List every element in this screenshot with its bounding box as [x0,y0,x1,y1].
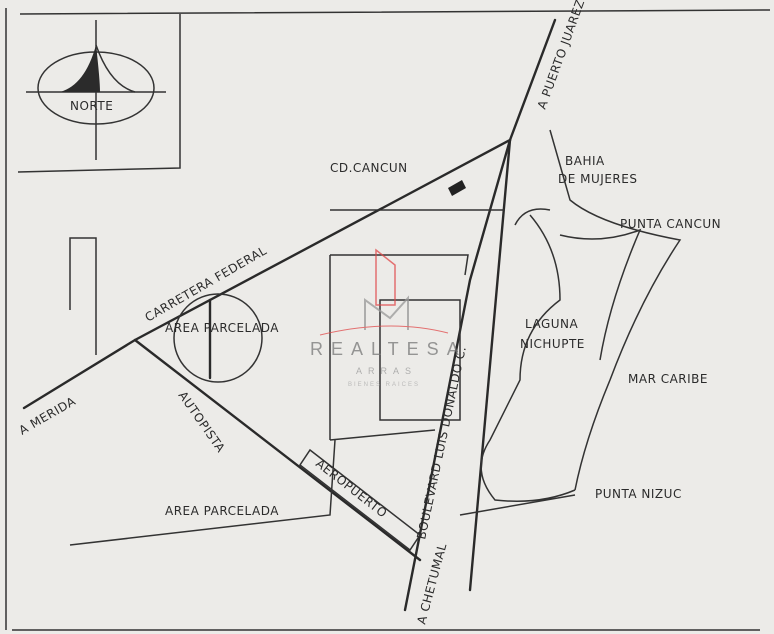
map-frame [5,8,771,631]
watermark-tagline: BIENES RAICES [348,382,420,388]
city-marker-icon [448,180,466,196]
puerto-juarez-road [508,18,557,142]
lagoon-coast [459,129,682,516]
label-bahia: BAHIA [565,154,605,168]
label-laguna: LAGUNA [525,317,579,331]
label-bahia-2: DE MUJERES [558,172,637,186]
watermark-logo-icon [375,248,396,306]
airport-outline [298,448,422,552]
realtesa-watermark: REALTESA ARRAS BIENES RAICES [310,248,467,388]
label-area-parcelada-2: AREA PARCELADA [165,504,279,518]
label-nichupte: NICHUPTE [520,337,585,351]
label-punta-cancun: PUNTA CANCUN [620,217,721,231]
north-compass: NORTE [26,20,166,160]
parcel-circle [173,293,263,383]
watermark-sub: ARRAS [356,366,417,376]
label-city: CD.CANCUN [330,161,408,175]
autopista-road [133,338,422,562]
label-mar-caribe: MAR CARIBE [628,372,708,386]
boulevard-road [403,138,512,612]
label-punta-nizuc: PUNTA NIZUC [595,487,682,501]
label-area-parcelada: AREA PARCELADA [165,321,279,335]
north-label: NORTE [70,99,113,113]
watermark-brand: REALTESA [310,339,467,359]
road-east [468,138,512,592]
